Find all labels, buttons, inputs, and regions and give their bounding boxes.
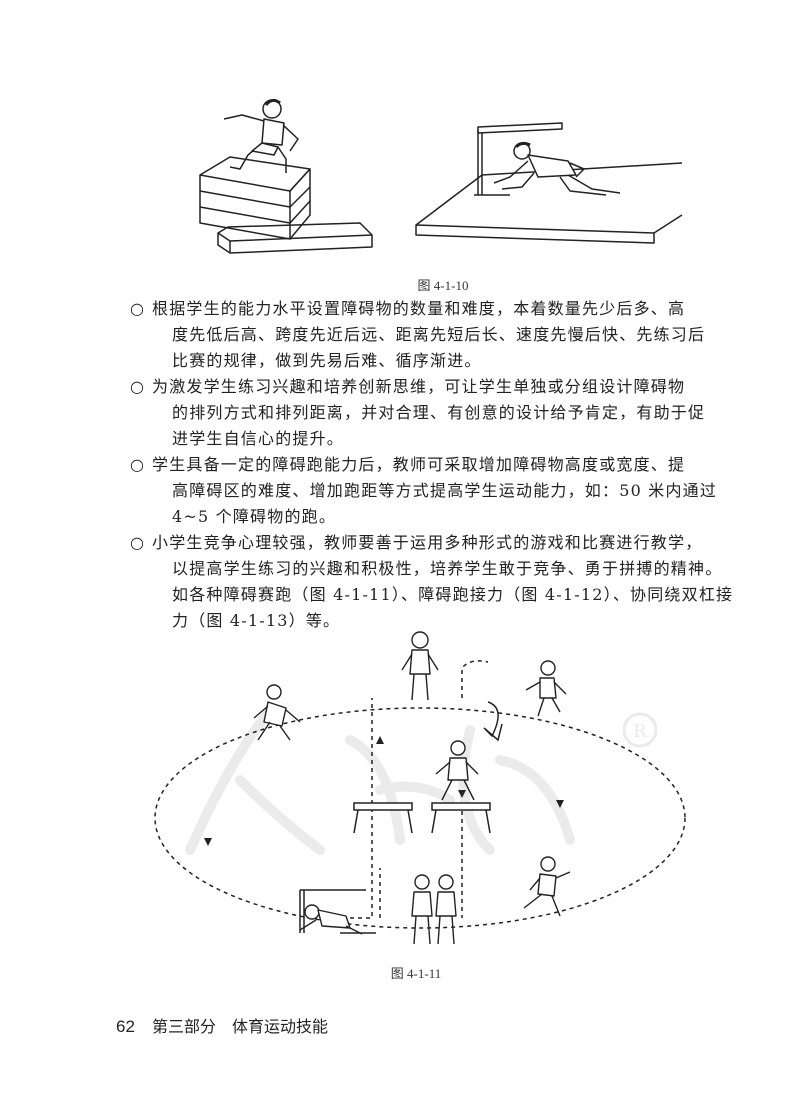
text-line: 小学生竞争心理较强，教师要善于运用多种形式的游戏和比赛进行教学， <box>152 533 703 552</box>
bullet-icon: ○ <box>130 455 146 474</box>
bullet-icon: ○ <box>130 299 146 318</box>
vaulting-box-illustration <box>199 98 373 254</box>
text-line: 根据学生的能力水平设置障碍物的数量和难度，本着数量先少后多、高 <box>152 299 686 318</box>
text-line: 进学生自信心的提升。 <box>172 429 345 448</box>
page-footer: 62 第三部分 体育运动技能 <box>116 1013 328 1037</box>
text-line: 力（图 4-1-13）等。 <box>172 611 341 630</box>
course-path <box>154 707 686 929</box>
page-number: 62 <box>116 1017 135 1036</box>
paragraph-4: ○ 小学生竞争心理较强，教师要善于运用多种形式的游戏和比赛进行教学， 以提高学生… <box>130 530 734 634</box>
text-line: 比赛的规律，做到先易后难、循序渐进。 <box>172 351 482 370</box>
text-line: 高障碍区的难度、增加跑距等方式提高学生运动能力，如：50 米内通过 <box>172 481 718 500</box>
text-line: 学生具备一定的障碍跑能力后，教师可采取增加障碍物高度或宽度、提 <box>152 455 686 474</box>
crawl-under-bar-illustration <box>415 122 683 244</box>
text-line: 的排列方式和排列距离，并对合理、有创意的设计给予肯定，有助于促 <box>172 403 706 422</box>
section-title: 第三部分 体育运动技能 <box>152 1017 329 1036</box>
paragraph-1: ○ 根据学生的能力水平设置障碍物的数量和难度，本着数量先少后多、高 度先低后高、… <box>130 296 706 374</box>
text-line: 为激发学生练习兴趣和培养创新思维，可让学生单独或分组设计障碍物 <box>152 377 686 396</box>
bullet-icon: ○ <box>130 377 146 396</box>
inner-path-right <box>461 660 489 698</box>
text-line: 以提高学生练习的兴趣和积极性，培养学生敢于竞争、勇于拼搏的精神。 <box>172 559 723 578</box>
figure-caption: 图 4-1-11 <box>390 966 442 981</box>
figure-caption: 图 4-1-10 <box>417 278 469 293</box>
obstacle-course-diagram <box>154 631 686 945</box>
paragraph-2: ○ 为激发学生练习兴趣和培养创新思维，可让学生单独或分组设计障碍物 的排列方式和… <box>130 374 706 452</box>
text-line: 4~5 个障碍物的跑。 <box>172 507 337 526</box>
inner-path-left <box>350 698 373 919</box>
paragraph-3: ○ 学生具备一定的障碍跑能力后，教师可采取增加障碍物高度或宽度、提 高障碍区的难… <box>130 452 718 530</box>
text-line: 如各种障碍赛跑（图 4-1-11）、障碍跑接力（图 4-1-12）、协同绕双杠接 <box>172 585 734 604</box>
bullet-icon: ○ <box>130 533 146 552</box>
text-line: 度先低后高、跨度先近后远、距离先短后长、速度先慢后快、先练习后 <box>172 325 706 344</box>
